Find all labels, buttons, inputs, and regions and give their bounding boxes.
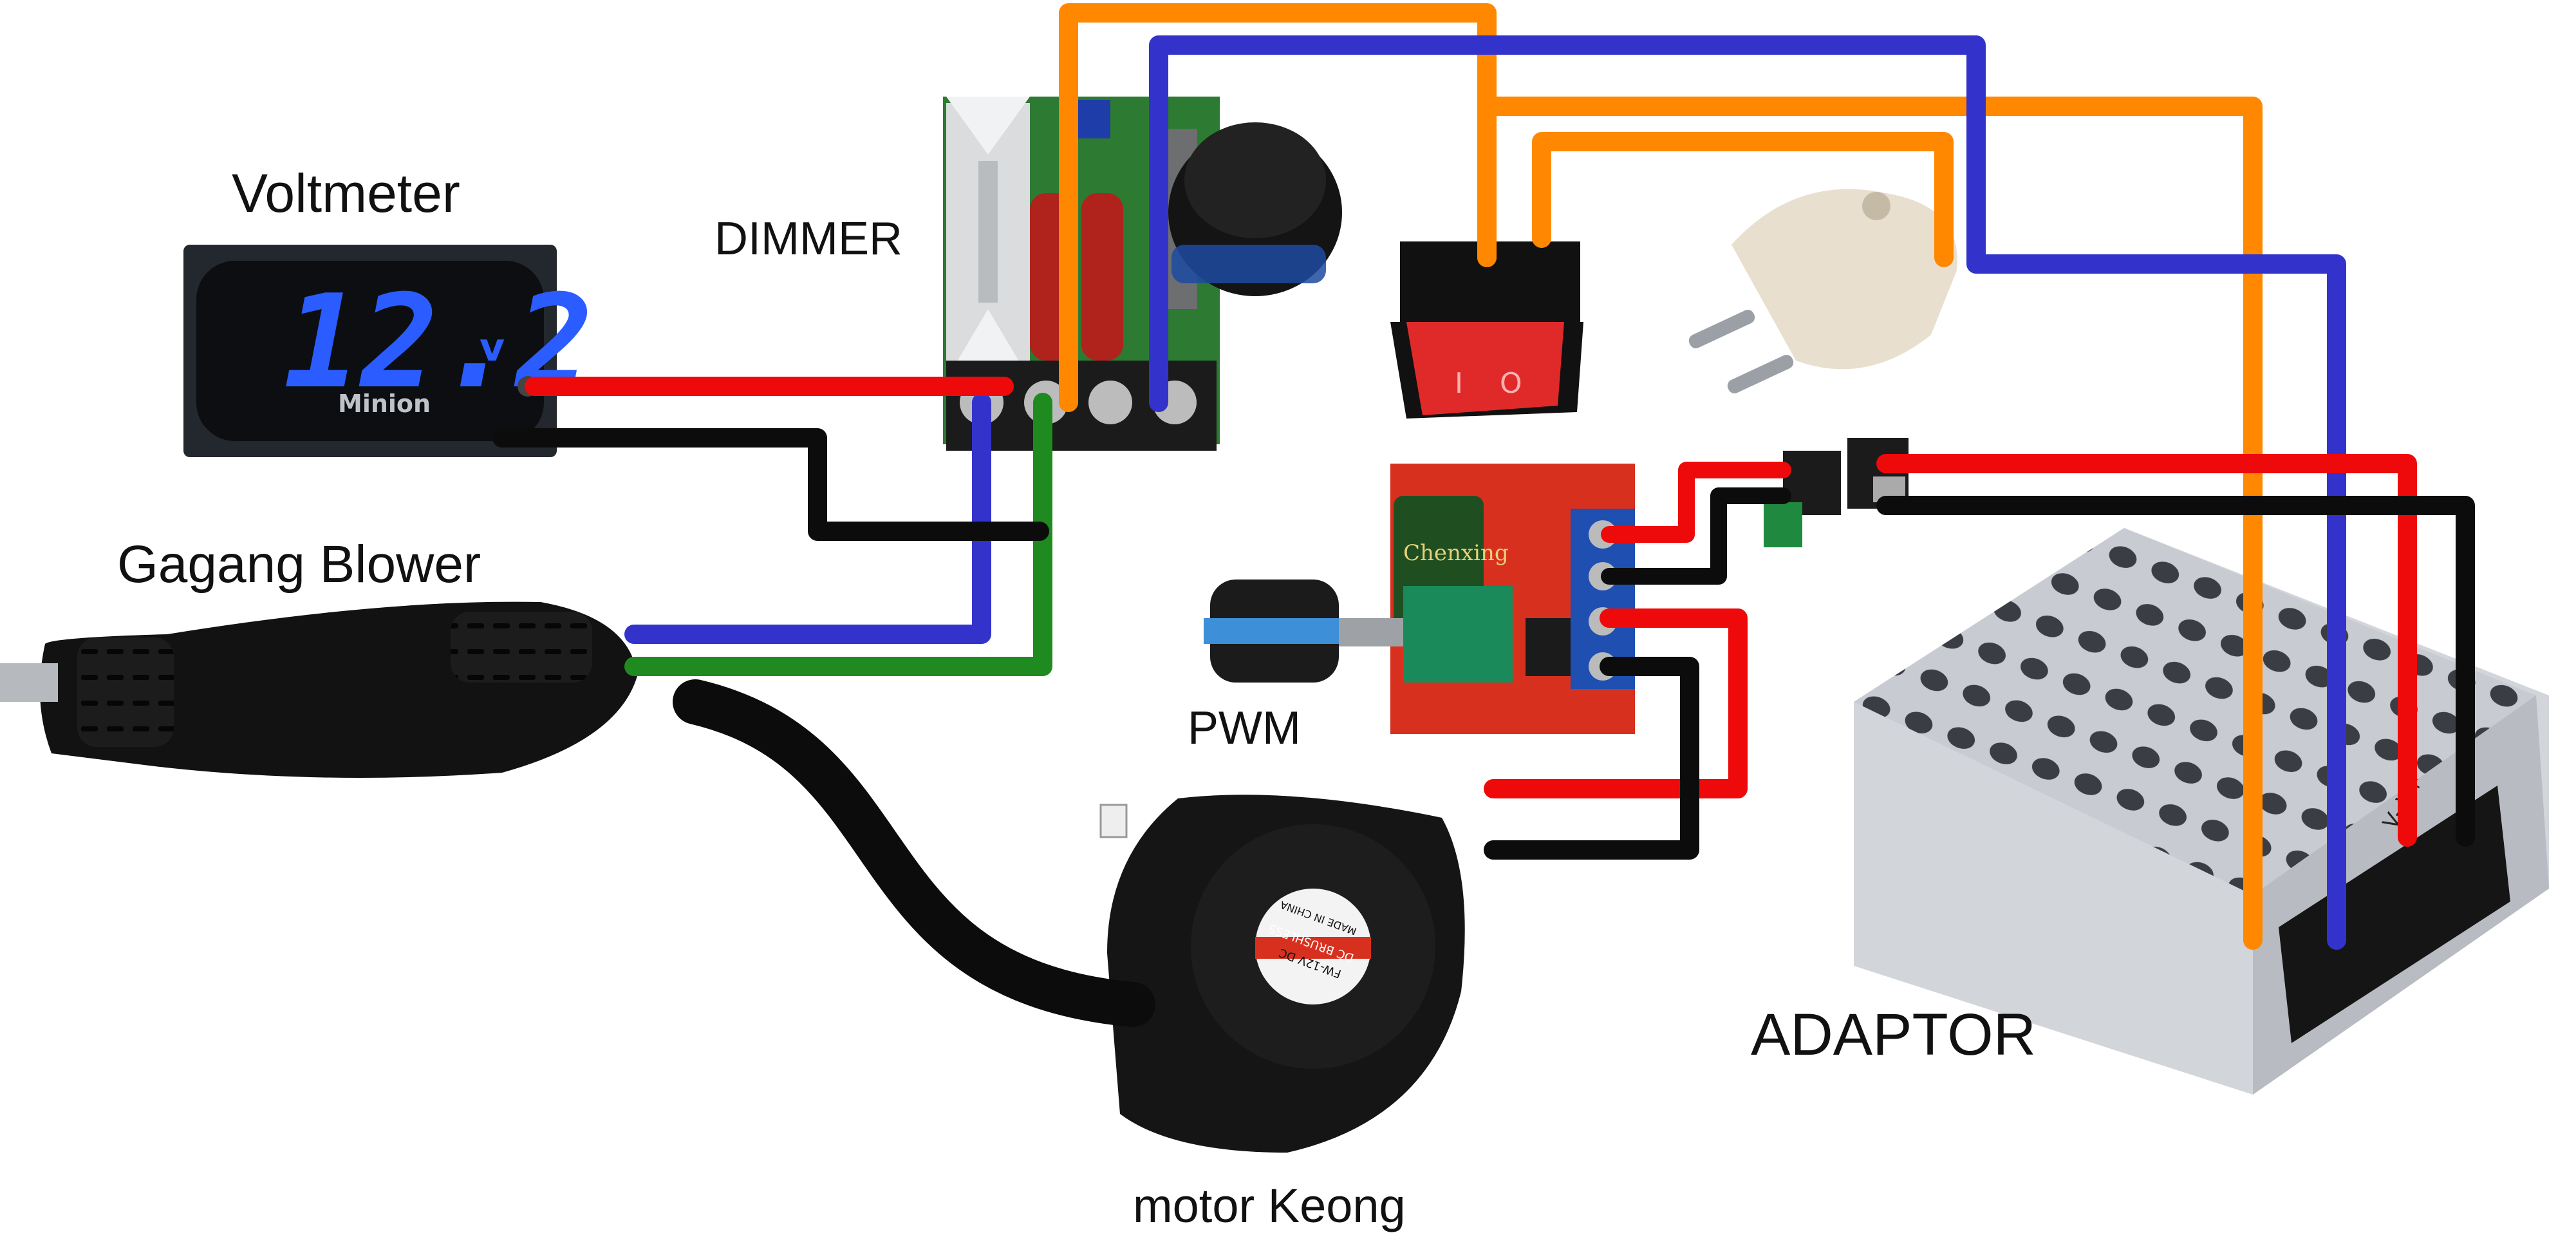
label-dimmer: DIMMER — [714, 213, 902, 265]
label-pwm: PWM — [1188, 702, 1301, 754]
wire-black-adaptor — [1876, 496, 2475, 847]
wire-green-1 — [624, 393, 1052, 676]
label-blower-handle: Gagang Blower — [117, 535, 481, 594]
wire-red-pwm-motor — [1484, 608, 1748, 798]
label-voltmeter: Voltmeter — [232, 163, 460, 223]
wire-black-pwm-jack — [1601, 487, 1791, 585]
label-motor: motor Keong — [1133, 1179, 1406, 1232]
voltmeter-image: 12.2 v Minion — [183, 245, 593, 457]
label-adaptor: ADAPTOR — [1751, 1002, 2037, 1068]
wire-red-pwm-jack — [1601, 462, 1791, 543]
wire-orange-3 — [1532, 132, 1954, 267]
pwm-knob-icon — [1204, 580, 1403, 683]
wire-black-voltmeter — [492, 428, 1049, 541]
switch-mark-on: I — [1455, 367, 1463, 400]
switch-mark-off: O — [1500, 367, 1522, 400]
pwm-module-image: Chenxing — [1204, 464, 1635, 734]
blower-handle-image — [0, 601, 637, 778]
dimmer-module-image — [943, 97, 1342, 451]
wire-red-adaptor — [1876, 454, 2417, 847]
wires — [492, 3, 2475, 1027]
heatsink-icon — [946, 97, 1030, 380]
rocker-switch-image: I O — [1390, 241, 1583, 419]
wire-blue-2 — [624, 393, 991, 644]
voltmeter-unit: v — [480, 325, 505, 370]
wire-cable-handle-motor — [673, 679, 1155, 1027]
power-supply-image: V- V+ — [1854, 528, 2549, 1095]
wire-orange-2 — [1477, 97, 2263, 950]
dimmer-knob-icon — [1152, 122, 1342, 309]
wire-black-pwm-motor — [1484, 657, 1699, 860]
pwm-capacitor-text: Chenxing — [1403, 540, 1509, 566]
voltmeter-brand: Minion — [338, 390, 431, 418]
power-plug-image — [1688, 189, 1957, 393]
wire-blue-1 — [1149, 35, 2346, 950]
blower-motor-image: DC BRUSHLESS FW-12V DC MADE IN CHINA — [1099, 795, 1465, 1153]
